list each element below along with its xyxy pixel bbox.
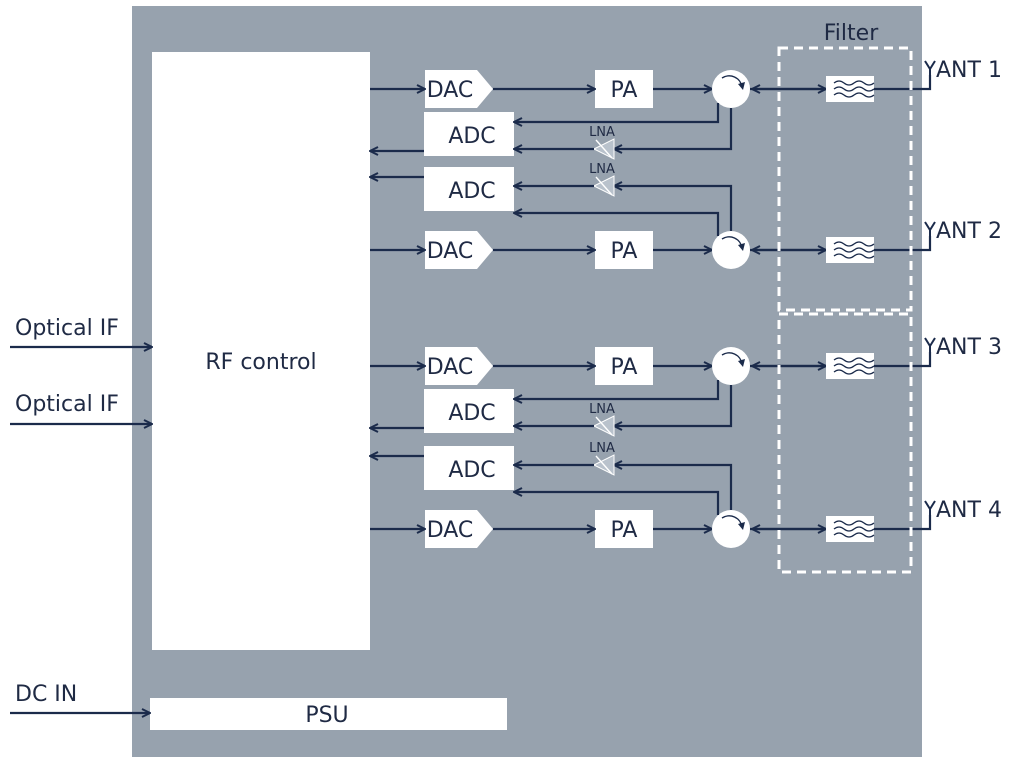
wire-rx-direct-1: [514, 103, 720, 122]
wire-rx-lna-in-2: [614, 186, 733, 231]
adc-block-2: [424, 167, 514, 211]
adc-label-4: ADC: [448, 458, 495, 483]
antenna-label-2: ANT 2: [936, 219, 1002, 244]
lna-slash-1: [595, 139, 613, 159]
antenna-icon-2: [924, 221, 936, 246]
circulator-4: [712, 510, 750, 548]
adc-label-2: ADC: [448, 179, 495, 204]
dac-block-1: [425, 70, 493, 108]
pa-block-1: [595, 70, 653, 108]
dac-label-2: DAC: [427, 239, 474, 264]
filter-wave-2-1: [833, 247, 875, 253]
wire-rx-direct-2: [514, 213, 720, 236]
circulator-arrowhead-2: [738, 243, 745, 251]
pa-block-3: [595, 347, 653, 385]
pa-label-2: PA: [611, 239, 638, 264]
filter-wave-1-1: [833, 86, 875, 92]
psu-label: PSU: [305, 703, 348, 728]
filter-wave-3-2: [833, 369, 875, 375]
wire-rx-lna-in-4: [614, 465, 733, 510]
pa-block-4: [595, 510, 653, 548]
psu-block: [150, 698, 507, 730]
filter-wave-3-0: [833, 357, 875, 363]
circulator-3: [712, 347, 750, 385]
lna-label-3: LNA: [589, 402, 615, 417]
filter-wave-2-0: [833, 241, 875, 247]
filter-wave-1-0: [833, 80, 875, 86]
circulator-arrowhead-3: [738, 359, 745, 367]
dac-label-4: DAC: [427, 518, 474, 543]
filter-wave-3-1: [833, 363, 875, 369]
lna-label-2: LNA: [589, 162, 615, 177]
adc-block-1: [424, 112, 514, 156]
optical-if-label-2: Optical IF: [15, 392, 119, 417]
dac-block-3: [425, 347, 493, 385]
filter-label: Filter: [824, 21, 879, 46]
filter-element-4: [826, 516, 874, 542]
antenna-label-4: ANT 4: [936, 498, 1002, 523]
filter-wave-4-0: [833, 520, 875, 526]
pa-block-2: [595, 231, 653, 269]
filter-box-top: [777, 46, 913, 312]
filter-wave-1-2: [833, 92, 875, 98]
rf-control-block: [152, 52, 370, 650]
adc-label-1: ADC: [448, 124, 495, 149]
adc-block-4: [424, 446, 514, 490]
dc-in-label: DC IN: [15, 682, 77, 707]
dac-label-1: DAC: [427, 78, 474, 103]
dac-block-2: [425, 231, 493, 269]
filter-wave-2-2: [833, 253, 875, 259]
circulator-arrowhead-1: [738, 82, 745, 90]
filter-element-1: [826, 76, 874, 102]
dac-block-4: [425, 510, 493, 548]
rf-control-label: RF control: [205, 350, 316, 375]
pa-label-4: PA: [611, 518, 638, 543]
dac-label-3: DAC: [427, 355, 474, 380]
antenna-label-1: ANT 1: [936, 58, 1002, 83]
circulator-arrowhead-4: [738, 522, 745, 530]
filter-box-bottom: [777, 312, 913, 574]
circulator-1: [712, 70, 750, 108]
wire-rx-direct-3: [514, 380, 720, 399]
filter-wave-4-1: [833, 526, 875, 532]
antenna-icon-1: [924, 60, 936, 85]
pa-label-3: PA: [611, 355, 638, 380]
adc-block-3: [424, 389, 514, 433]
antenna-icon-4: [924, 500, 936, 525]
circulator-2: [712, 231, 750, 269]
filter-element-3: [826, 353, 874, 379]
pa-label-1: PA: [611, 78, 638, 103]
lna-label-1: LNA: [589, 125, 615, 140]
wire-rx-lna-in-3: [614, 385, 733, 426]
adc-label-3: ADC: [448, 401, 495, 426]
antenna-label-3: ANT 3: [936, 335, 1002, 360]
lna-slash-3: [595, 416, 613, 436]
lna-slash-2: [595, 176, 613, 196]
lna-slash-4: [595, 455, 613, 475]
wire-rx-direct-4: [514, 492, 720, 515]
filter-element-2: [826, 237, 874, 263]
wire-rx-lna-in-1: [614, 108, 733, 149]
filter-wave-4-2: [833, 532, 875, 538]
antenna-icon-3: [924, 337, 936, 362]
filter-group: [777, 46, 913, 574]
rf-chains: DAC PA ANT 1 ADC LNA DAC PA ANT 2 ADC LNA DAC PA ANT…: [370, 58, 1002, 548]
optical-if-label-1: Optical IF: [15, 316, 119, 341]
lna-label-4: LNA: [589, 441, 615, 456]
